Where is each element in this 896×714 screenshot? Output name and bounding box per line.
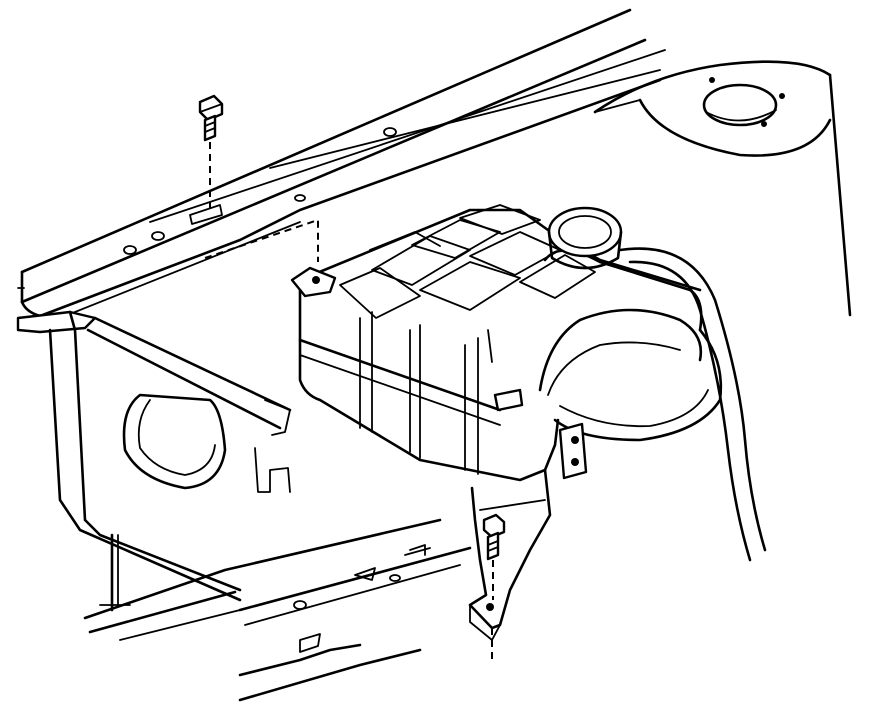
- strut-tower: [593, 60, 852, 317]
- lower-crossmember: [83, 518, 472, 702]
- reservoir-cap: [547, 206, 623, 270]
- radiator-support-upper-panel: [17, 8, 666, 331]
- coolant-reservoir: [290, 204, 723, 482]
- radiator-support-frame: [16, 310, 292, 612]
- mounting-bolt-upper: [198, 94, 319, 262]
- mounting-bolt-lower: [482, 513, 506, 660]
- mounting-bracket: [468, 422, 588, 641]
- coolant-hose: [618, 247, 767, 562]
